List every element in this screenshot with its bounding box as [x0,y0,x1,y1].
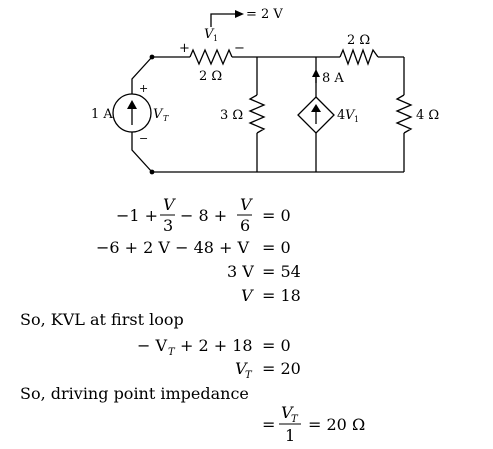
eq6-lhs: V [235,359,248,378]
current-8a-arrowhead [312,69,320,77]
source-voltage-sub: T [163,114,169,123]
eq5-sub: T [168,347,176,358]
current-8a-label: 8 A [322,71,344,86]
v1-value-label: = 2 V [246,7,283,22]
plus-sign-v1: + [179,41,190,56]
eq1-frac2-den: 6 [240,216,250,235]
eq1-lhs-a: −1 + [116,206,158,225]
eq1-rhs: = 0 [262,206,291,225]
eq5-rest: + 2 + 18 [180,336,253,355]
eq5-rhs: = 0 [262,336,291,355]
node-bottom-left [149,169,155,175]
resistor-mid [248,94,266,134]
eq4-rhs: = 18 [262,286,301,305]
eq7-num-sub: T [291,414,299,425]
wire-source-bottom [131,132,153,173]
eq5-lhs: − V [137,336,167,355]
node-top-left [149,54,155,60]
dep-source-label-sub: 1 [354,115,359,124]
v1-label: V [204,27,215,42]
circuit-labels: = 2 V V 1 + − 2 Ω 2 Ω 3 Ω 4 Ω 8 A 4 V 1 … [91,7,439,145]
eq1-frac1-den: 3 [163,216,173,235]
eq1-mid: − 8 + [180,206,227,225]
source-current-label: 1 A [91,107,113,122]
eq6-sub: T [245,370,253,381]
circuit-marks [127,10,321,175]
eq3-rhs: = 54 [262,262,301,281]
eq7-eq: = [262,415,275,434]
note-impedance: So, driving point impedance [20,384,249,403]
minus-sign-source: − [139,132,148,145]
wire-source-top [131,56,153,94]
eq1-frac1-num: V [163,195,176,214]
eq2-rhs: = 0 [262,238,291,257]
r-top-right-label: 2 Ω [347,33,370,48]
eq4-lhs: V [241,286,254,305]
current-source [112,93,152,133]
plus-sign-source: + [139,82,148,95]
equations: −1 + V 3 − 8 + V 6 = 0 −6 + 2 V − 48 + V… [20,195,365,445]
v1-sub: 1 [213,34,218,43]
note-kvl: So, KVL at first loop [20,310,184,329]
current-source-arrowhead [127,100,137,109]
r-mid-label: 3 Ω [220,108,243,123]
v1-pointer-line [210,13,236,27]
resistor-top-left [189,48,233,66]
dep-source-label-var: V [345,108,356,123]
eq2-lhs: −6 + 2 V − 48 + V [96,238,250,257]
eq6-rhs: = 20 [262,359,301,378]
r-top-left-label: 2 Ω [199,69,222,84]
resistor-top-right [339,48,379,66]
resistor-right [395,94,413,134]
eq7-num: V [281,403,294,422]
eq1-frac2-num: V [240,195,253,214]
dependent-source-arrowhead [311,104,321,112]
minus-sign-v1: − [234,41,245,56]
v1-pointer-arrowhead [235,10,244,18]
eq7-rhs: = 20 Ω [308,415,365,434]
r-right-label: 4 Ω [416,108,439,123]
source-voltage-label: V [153,107,164,122]
dep-source-label-prefix: 4 [337,108,345,123]
eq3-lhs: 3 V [227,262,254,281]
eq7-den: 1 [285,426,295,445]
